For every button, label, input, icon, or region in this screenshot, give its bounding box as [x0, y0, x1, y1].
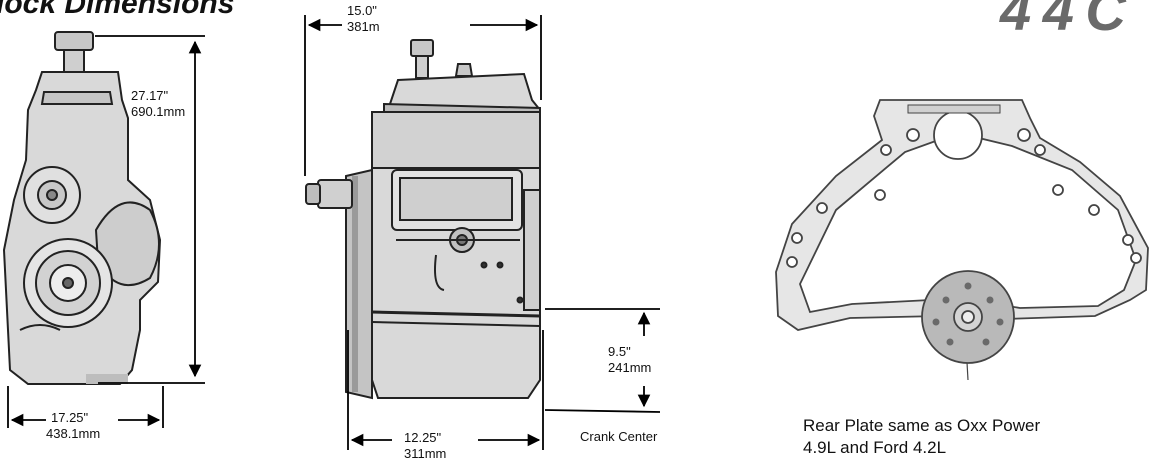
end-view-dimension-lines [7, 35, 205, 428]
rear-plate-caption-line-1: Rear Plate same as Oxx Power [803, 416, 1041, 435]
engine-end-view [2, 31, 162, 385]
depth-millimeters: 381m [347, 19, 380, 34]
length-dimension-label: 12.25" 311mm [404, 430, 446, 462]
crank-height-dimension-label: 9.5" 241mm [608, 344, 651, 376]
page-title: lock Dimensions [0, 0, 235, 20]
rear-plate-caption: Rear Plate same as Oxx Power 4.9L and Fo… [803, 415, 1133, 459]
brand-logo: 4 4 C [1000, 0, 1126, 42]
width-dimension-label: 17.25" 438.1mm [46, 410, 100, 442]
height-inches: 27.17" [131, 88, 169, 103]
side-view-dimension-lines [304, 15, 661, 450]
crank-height-inches: 9.5" [608, 344, 631, 359]
engine-side-view [305, 39, 541, 400]
crank-height-millimeters: 241mm [608, 360, 652, 375]
height-dimension-label: 27.17" 690.1mm [131, 88, 185, 120]
length-millimeters: 311mm [404, 446, 447, 461]
rear-plate-caption-line-2: 4.9L and Ford 4.2L [803, 438, 947, 457]
height-millimeters: 690.1mm [131, 104, 186, 119]
crank-center-label: Crank Center [580, 429, 658, 444]
width-millimeters: 438.1mm [46, 426, 101, 441]
depth-inches: 15.0" [347, 3, 377, 18]
width-inches: 17.25" [51, 410, 89, 425]
depth-dimension-label: 15.0" 381m [347, 3, 380, 35]
length-inches: 12.25" [404, 430, 442, 445]
rear-plate-diagram [775, 99, 1149, 381]
